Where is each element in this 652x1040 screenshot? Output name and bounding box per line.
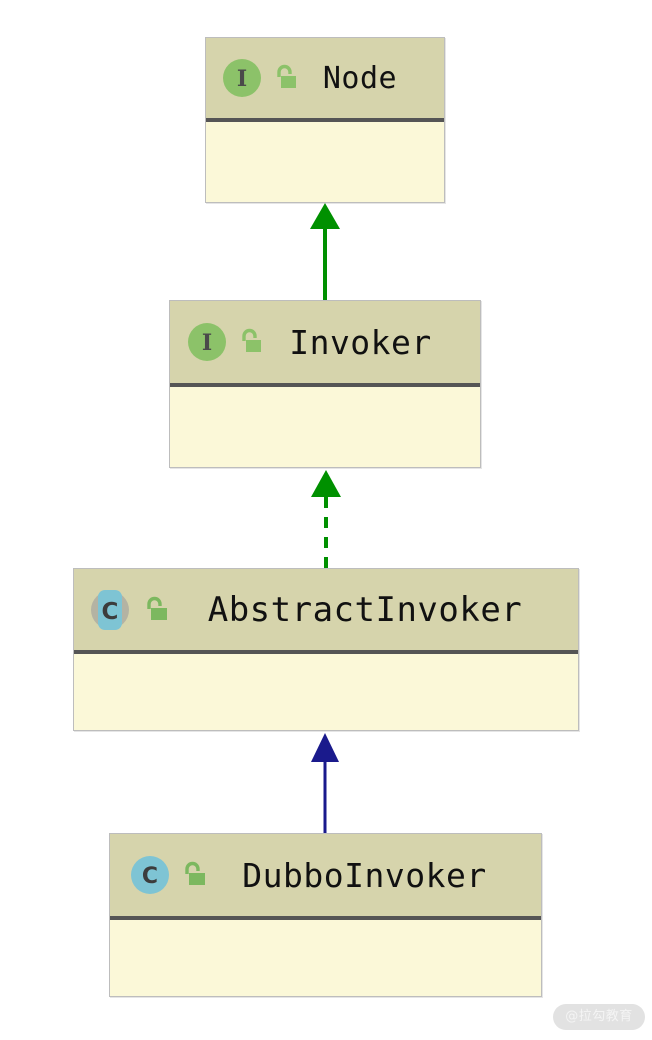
uml-node-header: C AbstractInvoker bbox=[74, 569, 578, 654]
edge-dubbo-invoker-extends-abstract-invoker bbox=[311, 733, 339, 833]
unlocked-padlock-icon bbox=[138, 595, 174, 625]
uml-node-header: C DubboInvoker bbox=[110, 834, 541, 920]
uml-class-node-invoker[interactable]: I Invoker bbox=[169, 300, 481, 468]
interface-icon: I bbox=[216, 56, 268, 100]
uml-node-header: I Node bbox=[206, 38, 444, 122]
class-icon: C bbox=[124, 853, 176, 897]
uml-node-members-compartment bbox=[206, 122, 444, 200]
uml-node-header: I Invoker bbox=[170, 301, 480, 387]
svg-text:C: C bbox=[142, 864, 158, 889]
uml-class-node-node[interactable]: I Node bbox=[205, 37, 445, 203]
uml-node-title: Invoker bbox=[289, 322, 432, 362]
uml-node-members-compartment bbox=[170, 387, 480, 465]
unlocked-padlock-icon bbox=[268, 63, 302, 93]
uml-node-title: AbstractInvoker bbox=[207, 589, 523, 630]
unlocked-padlock-icon bbox=[233, 327, 267, 357]
edge-invoker-extends-node bbox=[310, 203, 340, 300]
uml-node-members-compartment bbox=[74, 654, 578, 728]
filled-triangle-arrowhead-icon bbox=[310, 203, 340, 229]
watermark: @拉勾教育 bbox=[553, 1004, 645, 1030]
uml-node-title: DubboInvoker bbox=[242, 855, 487, 895]
svg-text:C: C bbox=[102, 599, 119, 625]
filled-triangle-arrowhead-icon bbox=[311, 733, 339, 762]
uml-node-members-compartment bbox=[110, 920, 541, 994]
interface-icon: I bbox=[181, 320, 233, 364]
edge-abstract-invoker-implements-invoker bbox=[311, 470, 341, 568]
uml-class-node-abstract-invoker[interactable]: C AbstractInvoker bbox=[73, 568, 579, 731]
abstract-class-icon: C bbox=[82, 588, 138, 632]
unlocked-padlock-icon bbox=[176, 860, 212, 890]
filled-triangle-arrowhead-icon bbox=[311, 470, 341, 497]
svg-text:I: I bbox=[237, 66, 247, 92]
uml-class-node-dubbo-invoker[interactable]: C DubboInvoker bbox=[109, 833, 542, 997]
uml-node-title: Node bbox=[322, 60, 398, 96]
svg-text:I: I bbox=[202, 330, 212, 356]
